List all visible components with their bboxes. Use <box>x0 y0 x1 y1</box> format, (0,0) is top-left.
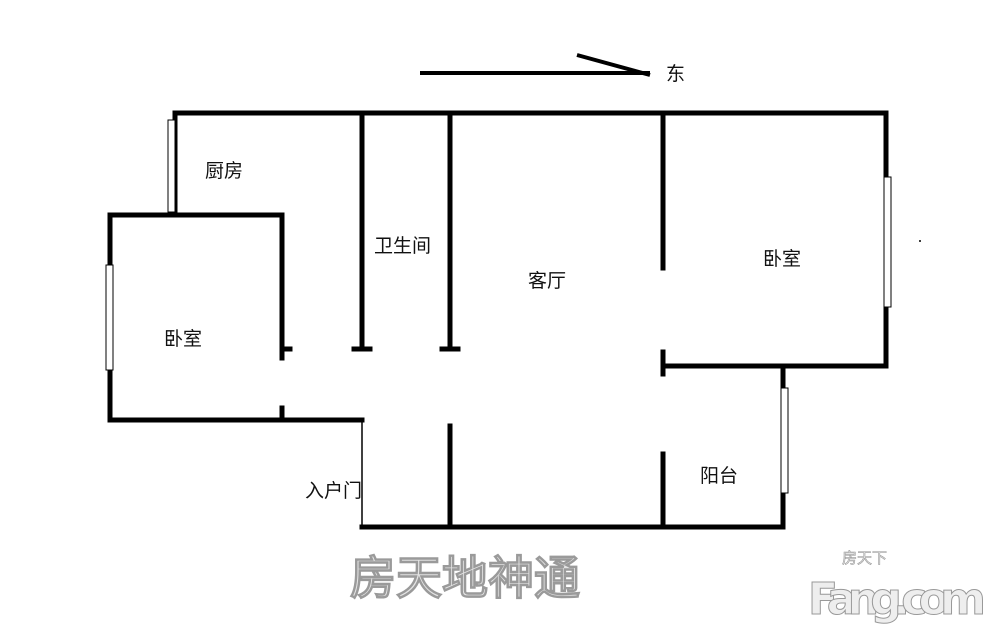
east-bedroom-window <box>883 176 892 308</box>
north-arrow <box>420 53 651 77</box>
room-label-bedroom-west: 卧室 <box>164 328 202 350</box>
logo-main-text: Fang.com <box>808 574 986 625</box>
balcony-window <box>780 387 789 494</box>
west-bedroom-window <box>105 264 114 371</box>
room-label-kitchen: 厨房 <box>205 160 243 182</box>
room-label-bedroom-east: 卧室 <box>763 248 801 270</box>
watermark-text: 房天地神通 <box>350 551 580 605</box>
room-label-bathroom: 卫生间 <box>374 235 431 257</box>
kitchen-window <box>167 119 176 213</box>
room-label-living-room: 客厅 <box>528 270 566 292</box>
windows <box>105 119 892 494</box>
dot <box>919 240 921 242</box>
logo-top-text: 房天下 <box>842 549 887 567</box>
room-label-entrance-door: 入户门 <box>305 480 362 502</box>
direction-label: 东 <box>666 63 685 85</box>
room-label-balcony: 阳台 <box>700 465 738 487</box>
